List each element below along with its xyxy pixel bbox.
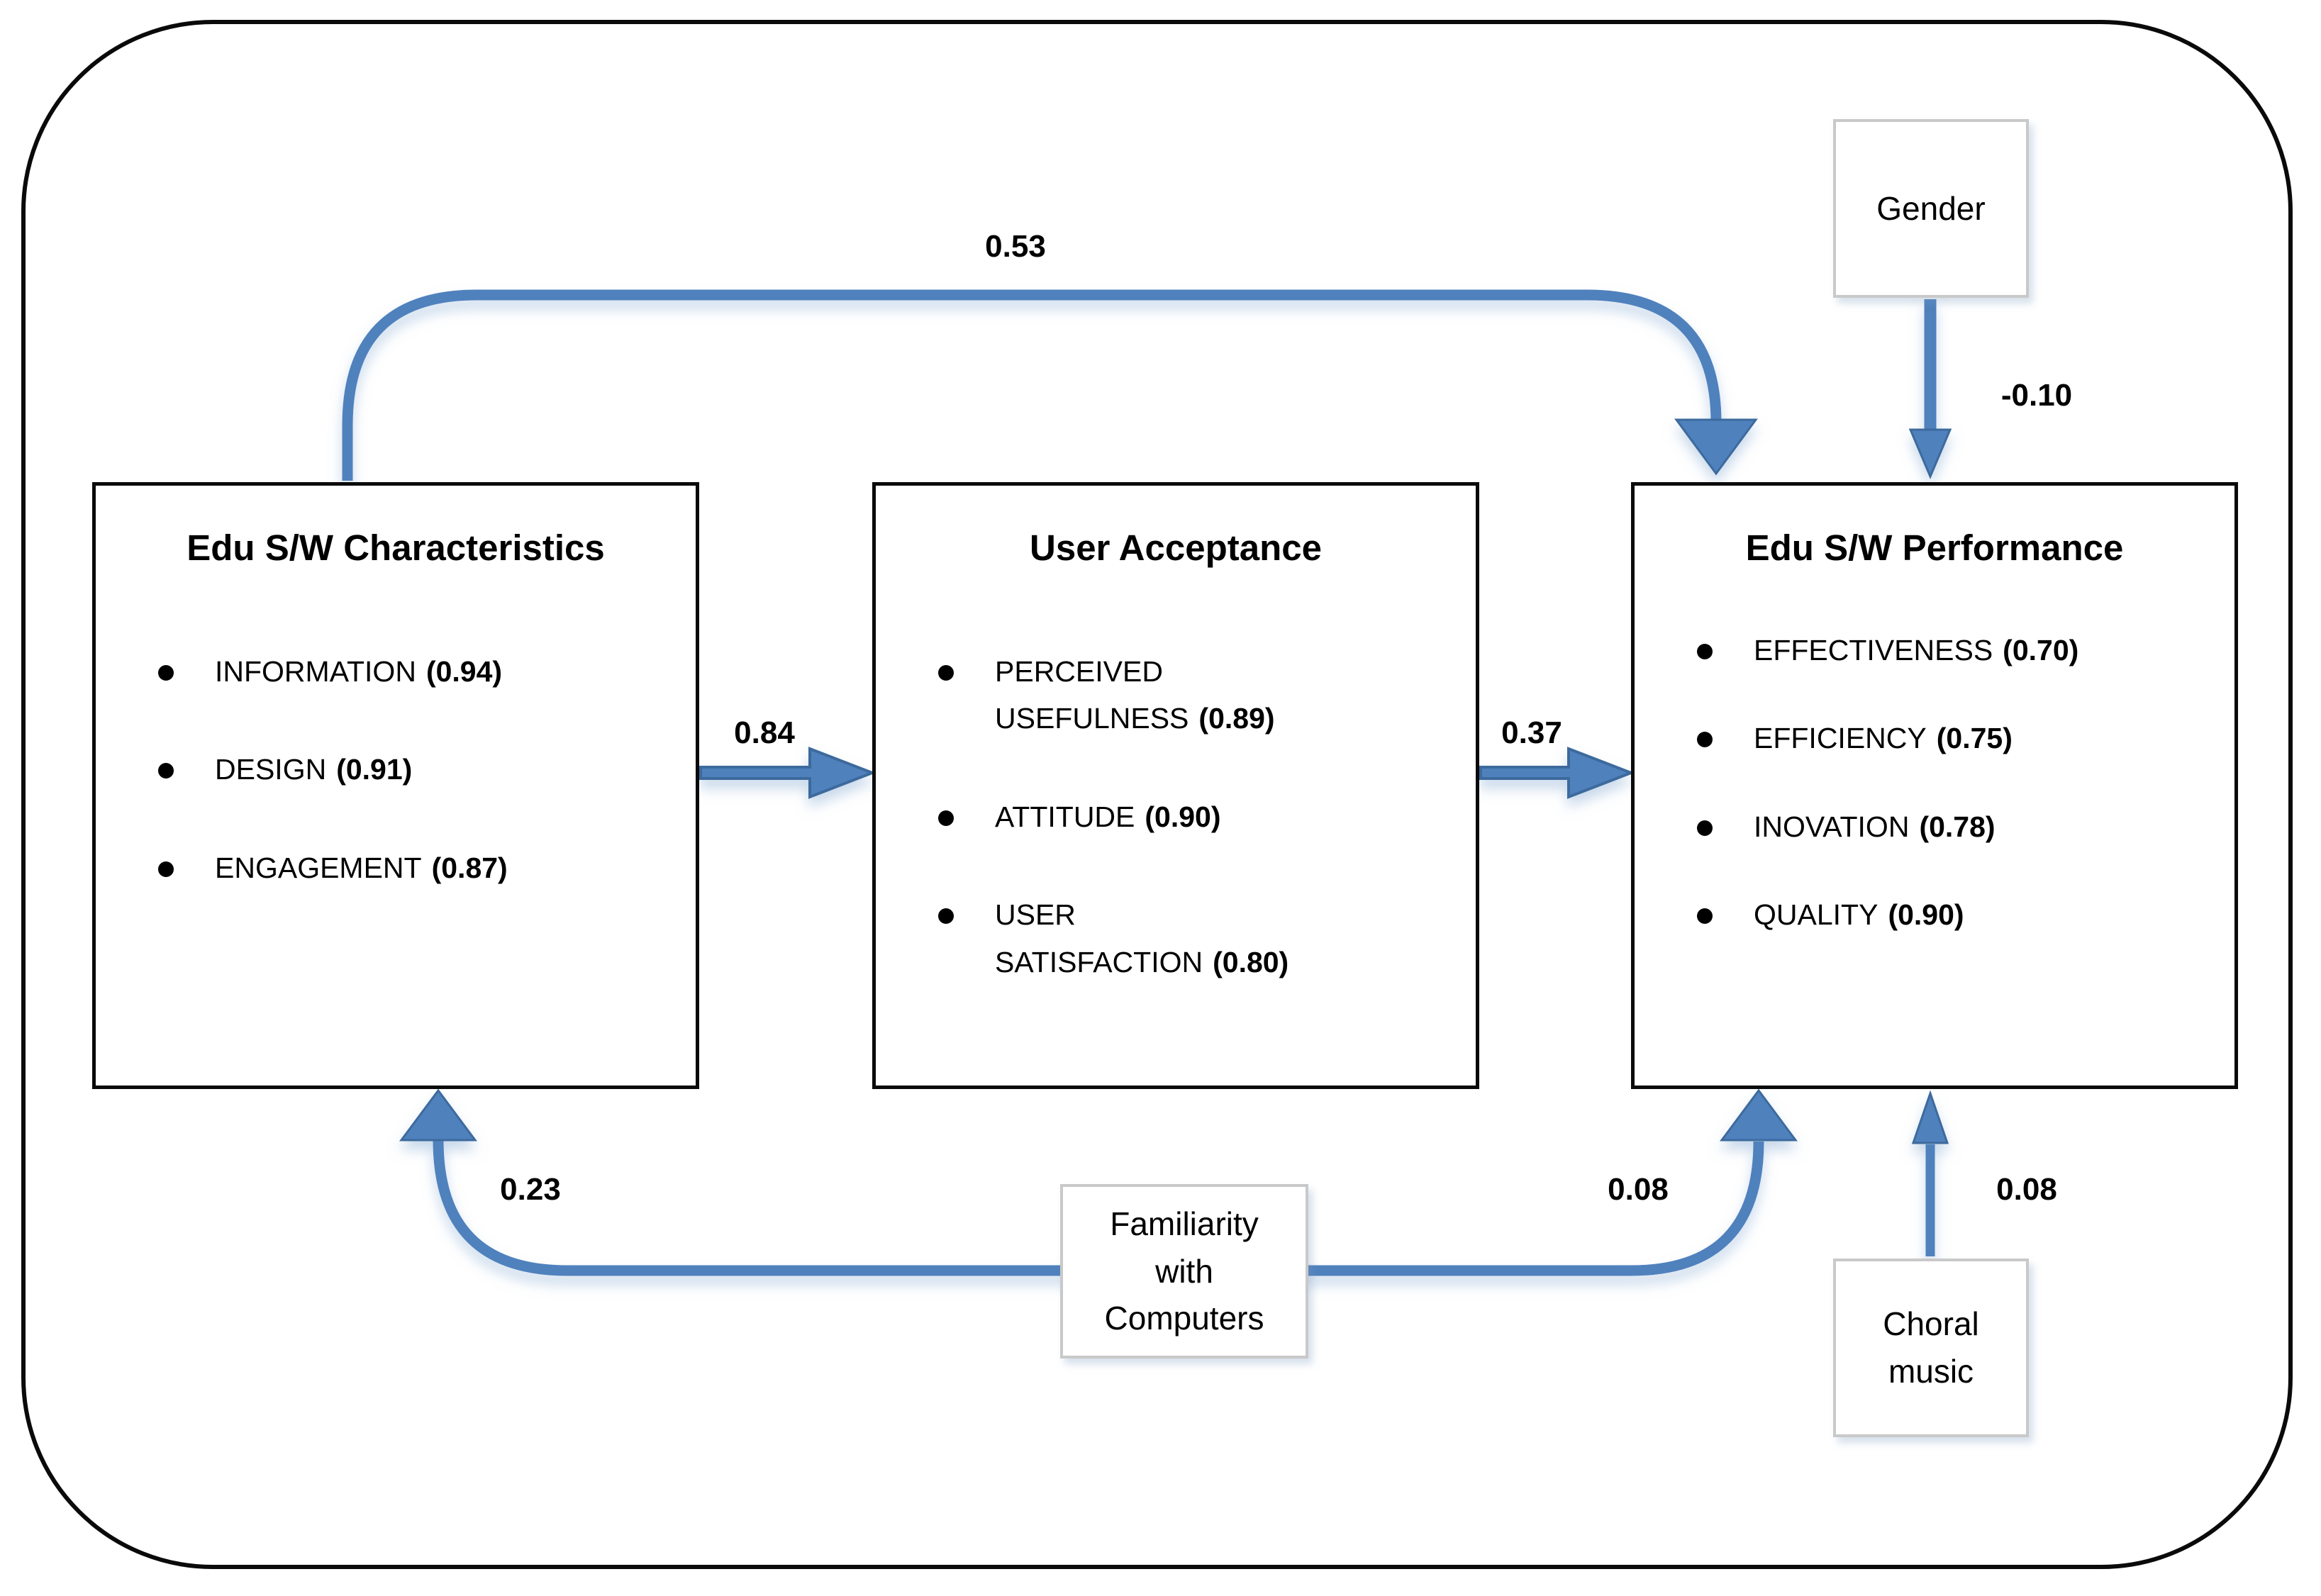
list-item: PERCEIVED USEFULNESS (0.89) [938, 648, 1476, 742]
item-label: INOVATION [1754, 810, 1910, 843]
box-edu-sw-performance: Edu S/W Performance EFFECTIVENESS (0.70) … [1631, 482, 2238, 1089]
coef-gender-to-performance: -0.10 [2001, 378, 2072, 413]
item-loading: (0.80) [1213, 945, 1289, 978]
item-loading: (0.78) [1919, 810, 1996, 843]
bullet-icon [158, 665, 174, 681]
list-item: QUALITY (0.90) [1697, 891, 2234, 938]
arrowhead-familiarity-to-performance [1720, 1088, 1798, 1142]
list-item: EFFECTIVENESS (0.70) [1697, 627, 2234, 674]
coef-characteristics-to-performance: 0.53 [985, 229, 1046, 264]
arrowhead-gender-to-performance [1908, 428, 1952, 479]
list-item: USER SATISFACTION (0.80) [938, 891, 1476, 986]
box-gender: Gender [1833, 119, 2029, 298]
item-loading: (0.91) [336, 753, 413, 786]
coef-familiarity-to-performance: 0.08 [1608, 1172, 1669, 1207]
arrowhead-choral-to-performance [1911, 1090, 1949, 1144]
list-item: INOVATION (0.78) [1697, 803, 2234, 850]
item-label: EFFICIENCY [1754, 722, 1927, 755]
item-loading: (0.70) [2003, 634, 2079, 666]
arrow-acceptance-to-performance [1479, 747, 1635, 799]
item-label: QUALITY [1754, 898, 1878, 932]
item-loading: (0.87) [431, 851, 508, 884]
list-item: ATTITUDE (0.90) [938, 793, 1476, 840]
item-loading: (0.75) [1936, 722, 2013, 755]
bullet-icon [938, 810, 954, 826]
list-item: EFFICIENCY (0.75) [1697, 715, 2234, 761]
arrow-characteristics-to-acceptance [699, 747, 876, 799]
box-choral-music: Choral music [1833, 1259, 2029, 1437]
item-label: ENGAGEMENT [215, 851, 422, 884]
list-item: INFORMATION (0.94) [158, 648, 696, 695]
bullet-icon [938, 665, 954, 681]
bullet-icon [158, 763, 174, 779]
item-loading: (0.94) [425, 655, 503, 688]
arrowhead-familiarity-to-characteristics [399, 1088, 477, 1142]
item-loading: (0.89) [1198, 702, 1275, 735]
path-characteristics-to-performance [342, 289, 1722, 481]
familiarity-label: Familiarity with Computers [1104, 1205, 1264, 1337]
item-loading: (0.90) [1888, 898, 1964, 932]
bullet-icon [938, 908, 954, 925]
item-label: ATTITUDE [995, 800, 1135, 833]
item-label: EFFECTIVENESS [1754, 634, 1993, 666]
bullet-icon [158, 861, 174, 877]
item-label: DESIGN [215, 753, 327, 786]
performance-item-list: EFFECTIVENESS (0.70) EFFICIENCY (0.75) INO… [1697, 627, 2234, 939]
coef-choral-to-performance: 0.08 [1996, 1172, 2057, 1207]
acceptance-item-list: PERCEIVED USEFULNESS (0.89) ATTITUDE (0.90… [938, 648, 1476, 986]
characteristics-item-list: INFORMATION (0.94) DESIGN (0.91) ENGAGEMEN… [158, 648, 696, 891]
item-label: INFORMATION [215, 655, 416, 688]
box-title-performance: Edu S/W Performance [1745, 528, 2124, 568]
item-label: USER SATISFACTION [995, 898, 1203, 978]
item-label: PERCEIVED USEFULNESS [995, 655, 1189, 735]
box-familiarity-with-computers: Familiarity with Computers [1060, 1184, 1308, 1358]
box-title-acceptance: User Acceptance [1030, 528, 1322, 568]
bullet-icon [1697, 908, 1713, 925]
item-loading: (0.90) [1145, 800, 1221, 833]
bullet-icon [1697, 732, 1713, 748]
box-edu-sw-characteristics: Edu S/W Characteristics INFORMATION (0.94… [92, 482, 699, 1089]
arrowhead-characteristics-to-performance [1674, 418, 1758, 476]
box-title-characteristics: Edu S/W Characteristics [187, 528, 605, 568]
diagram-outer-frame [21, 20, 2293, 1569]
gender-label: Gender [1876, 189, 1986, 227]
coef-characteristics-to-acceptance: 0.84 [734, 715, 795, 750]
coef-familiarity-to-characteristics: 0.23 [500, 1172, 561, 1207]
list-item: ENGAGEMENT (0.87) [158, 844, 696, 891]
bullet-icon [1697, 820, 1713, 836]
choral-music-label: Choral music [1883, 1305, 1979, 1390]
box-user-acceptance: User Acceptance PERCEIVED USEFULNESS (0.8… [872, 482, 1479, 1089]
list-item: DESIGN (0.91) [158, 746, 696, 793]
bullet-icon [1697, 644, 1713, 659]
coef-acceptance-to-performance: 0.37 [1501, 715, 1562, 750]
